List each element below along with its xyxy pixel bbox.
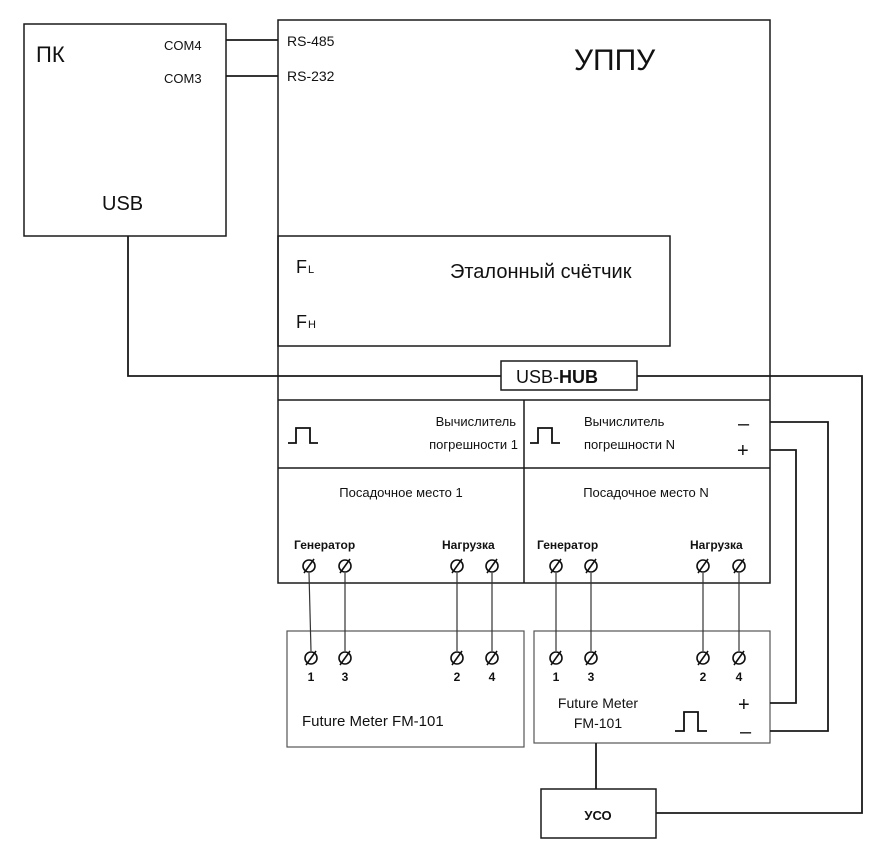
terminal-icon [696, 558, 710, 574]
terminal-icon [696, 650, 710, 666]
meter-1-box [286, 630, 525, 748]
pc-com4-label: COM4 [164, 38, 202, 53]
meter-1-pin-label: 2 [454, 670, 461, 684]
calculator-1-line1: Вычислитель [436, 414, 517, 429]
terminal-icon [584, 558, 598, 574]
terminal-icon [302, 558, 316, 574]
seat-n-load-label: Нагрузка [690, 538, 743, 552]
uppu-title: УППУ [574, 44, 656, 77]
terminal-icon [549, 558, 563, 574]
terminal-icon [732, 558, 746, 574]
terminal-icon [304, 650, 318, 666]
reference-meter-box [277, 235, 671, 347]
usb-hub-block: USB-HUB [500, 360, 638, 391]
terminal-icon [485, 558, 499, 574]
pc-box [23, 23, 227, 237]
pc-block: ПК COM4 COM3 USB [23, 23, 227, 237]
meter-n-pin-label: 4 [736, 670, 743, 684]
calculator-n-line2: погрешности N [584, 437, 675, 452]
pc-usb-to-hub-wire [127, 236, 501, 377]
reference-meter-title: Эталонный счётчик [450, 261, 632, 283]
rs232-label: RS-232 [287, 68, 335, 84]
calculator-n-minus: – [738, 413, 750, 435]
seat-1-title: Посадочное место 1 [339, 485, 462, 500]
seat-1-block: Посадочное место 1 Генератор Нагрузка [294, 485, 499, 574]
terminal-icon [732, 650, 746, 666]
pulse-icon [530, 427, 560, 444]
meter-n-box [533, 630, 771, 744]
pulse-icon [675, 711, 707, 732]
calculator-n-block: Вычислитель погрешности N – + [530, 413, 750, 462]
terminal-icon [485, 650, 499, 666]
calculator-n-plus: + [737, 440, 749, 462]
calculator-n-line1: Вычислитель [584, 414, 665, 429]
minus-loop-wire [770, 421, 829, 732]
terminal-icon [549, 650, 563, 666]
meter-1-pin-label: 4 [489, 670, 496, 684]
terminal-icon [584, 650, 598, 666]
fh-label: FH [296, 312, 316, 332]
meter-n-pin-label: 3 [588, 670, 595, 684]
meter-1-pin-label: 3 [342, 670, 349, 684]
wire-seat1-pin1 [308, 572, 312, 652]
terminal-icon [450, 650, 464, 666]
meter-n-minus: – [740, 721, 752, 743]
uppu-block: RS-485 RS-232 УППУ [277, 19, 771, 584]
seat-1-generator-label: Генератор [294, 538, 355, 552]
uso-block: УСО [540, 743, 657, 839]
meter-1-label: Future Meter FM-101 [302, 713, 444, 730]
meter-n-plus: + [738, 694, 750, 716]
meter-n-block: 1 3 2 4 Future Meter FM-101 + – [533, 630, 771, 744]
uso-label: УСО [584, 808, 611, 823]
terminal-wires [308, 572, 740, 652]
uso-box [540, 788, 657, 839]
seat-n-block: Посадочное место N Генератор Нагрузка [537, 485, 746, 574]
pulse-icon [288, 427, 318, 444]
meter-1-pin-label: 1 [308, 670, 315, 684]
terminal-icon [450, 558, 464, 574]
seat-n-title: Посадочное место N [583, 485, 709, 500]
meter-n-pin-label: 1 [553, 670, 560, 684]
pc-title: ПК [36, 42, 65, 67]
meter-n-pin-label: 2 [700, 670, 707, 684]
rs485-label: RS-485 [287, 33, 335, 49]
meter-1-block: 1 3 2 4 Future Meter FM-101 [286, 630, 525, 748]
terminal-icon [338, 558, 352, 574]
usb-hub-label: USB-HUB [516, 367, 598, 387]
reference-meter-block: Эталонный счётчик FL FH [277, 235, 671, 347]
hub-to-uso-wire [637, 375, 863, 814]
terminal-icon [338, 650, 352, 666]
calculator-1-block: Вычислитель погрешности 1 [288, 414, 518, 452]
fl-label: FL [296, 257, 314, 277]
meter-n-label-line1: Future Meter [558, 695, 638, 711]
pc-com3-label: COM3 [164, 71, 202, 86]
seat-n-generator-label: Генератор [537, 538, 598, 552]
plus-loop-wire [770, 449, 797, 704]
pc-usb-label: USB [102, 193, 143, 215]
meter-n-label-line2: FM-101 [574, 715, 622, 731]
seat-1-load-label: Нагрузка [442, 538, 495, 552]
calculator-1-line2: погрешности 1 [429, 437, 518, 452]
